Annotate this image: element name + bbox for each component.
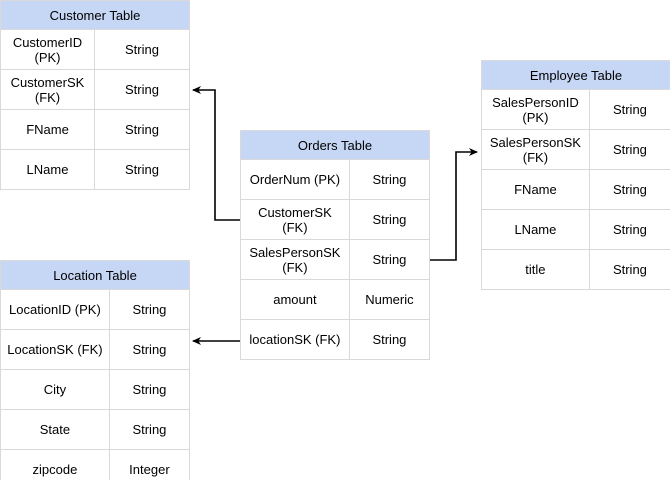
- field-name-cell: State: [1, 410, 110, 449]
- field-type-cell: String: [125, 162, 159, 177]
- field-type-cell: String: [132, 342, 167, 357]
- field-name-cell: LocationID (PK): [1, 290, 110, 329]
- table-row: amount Numeric: [240, 280, 430, 320]
- field-type-cell: String: [372, 332, 407, 347]
- table-row: title String: [481, 250, 670, 290]
- field-name-cell: SalesPersonSK (FK): [482, 130, 590, 169]
- field-name-cell: SalesPersonSK (FK): [241, 240, 350, 279]
- field-name-cell: zipcode: [1, 450, 110, 480]
- table-row: CustomerSK (FK) String: [240, 200, 430, 240]
- field-name-cell: CustomerSK (FK): [241, 200, 350, 239]
- table-row: LName String: [481, 210, 670, 250]
- table-row: locationSK (FK) String: [240, 320, 430, 360]
- field-name-cell: title: [482, 250, 590, 289]
- table-title-orders: Orders Table: [240, 130, 430, 160]
- field-type-cell: String: [132, 422, 167, 437]
- field-name-cell: LName: [482, 210, 590, 249]
- field-type-cell: Integer: [129, 462, 170, 477]
- field-name-cell: LocationSK (FK): [1, 330, 110, 369]
- field-type-cell: String: [612, 102, 647, 117]
- field-name-cell: amount: [241, 280, 350, 319]
- table-title-customer: Customer Table: [0, 0, 190, 30]
- field-type-cell: String: [125, 122, 159, 137]
- table-title-location: Location Table: [0, 260, 190, 290]
- table-row: LocationSK (FK) String: [0, 330, 190, 370]
- field-name-cell: SalesPersonID (PK): [482, 90, 590, 129]
- field-type-cell: String: [372, 172, 407, 187]
- field-name-cell: CustomerID (PK): [1, 30, 95, 69]
- field-type-cell: Numeric: [365, 292, 414, 307]
- table-row: City String: [0, 370, 190, 410]
- table-row: CustomerID (PK) String: [0, 30, 190, 70]
- field-type-cell: String: [612, 142, 647, 157]
- table-row: CustomerSK (FK) String: [0, 70, 190, 110]
- field-name-cell: FName: [482, 170, 590, 209]
- table-row: FName String: [0, 110, 190, 150]
- field-name-cell: FName: [1, 110, 95, 149]
- field-type-cell: String: [612, 222, 647, 237]
- table-row: SalesPersonSK (FK) String: [240, 240, 430, 280]
- table-row: OrderNum (PK) String: [240, 160, 430, 200]
- table-row: FName String: [481, 170, 670, 210]
- field-type-cell: String: [612, 182, 647, 197]
- field-type-cell: String: [125, 82, 159, 97]
- field-name-cell: CustomerSK (FK): [1, 70, 95, 109]
- field-type-cell: String: [612, 262, 647, 277]
- field-name-cell: locationSK (FK): [241, 320, 350, 359]
- field-name-cell: City: [1, 370, 110, 409]
- table-row: State String: [0, 410, 190, 450]
- field-type-cell: String: [372, 212, 407, 227]
- connector-orders-to-employee: [430, 148, 478, 261]
- table-row: SalesPersonSK (FK) String: [481, 130, 670, 170]
- field-type-cell: String: [132, 382, 167, 397]
- field-name-cell: LName: [1, 150, 95, 189]
- table-title-employee: Employee Table: [481, 60, 670, 90]
- table-row: SalesPersonID (PK) String: [481, 90, 670, 130]
- field-type-cell: String: [132, 302, 167, 317]
- connector-orders-to-customer: [192, 86, 240, 221]
- field-type-cell: String: [372, 252, 407, 267]
- table-row: LName String: [0, 150, 190, 190]
- field-name-cell: OrderNum (PK): [241, 160, 350, 199]
- field-type-cell: String: [125, 42, 159, 57]
- table-row: LocationID (PK) String: [0, 290, 190, 330]
- table-row: zipcode Integer: [0, 450, 190, 480]
